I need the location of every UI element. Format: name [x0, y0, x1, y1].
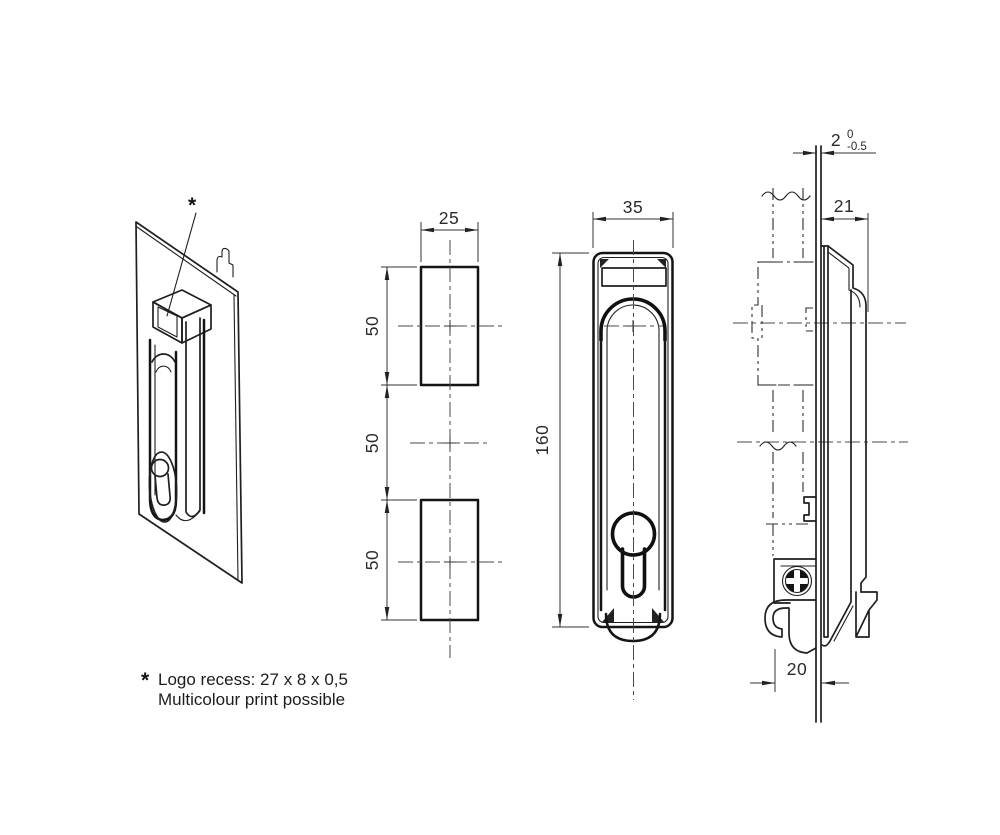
keyhole-3d	[148, 451, 178, 523]
footnote-line1: Logo recess: 27 x 8 x 0,5	[158, 670, 348, 689]
screw-outer-ring	[781, 565, 813, 597]
svg-text:35: 35	[623, 197, 643, 217]
side-view: 2 0 -0.5 21 20	[733, 129, 908, 723]
footnote: * Logo recess: 27 x 8 x 0,5 Multicolour …	[141, 669, 348, 709]
door-panel	[815, 145, 822, 723]
dim-cutout-heights: 50 50 50	[362, 266, 417, 621]
dim-cutout-width: 25	[420, 208, 479, 262]
svg-text:160: 160	[532, 425, 552, 456]
dim-rear-depth: 20	[750, 649, 849, 692]
svg-text:0: 0	[847, 129, 853, 141]
svg-text:50: 50	[362, 433, 382, 453]
front-view: 35 160	[532, 197, 674, 700]
svg-text:2: 2	[831, 130, 841, 150]
screw-bracket	[773, 558, 817, 604]
latch-hook	[764, 599, 817, 654]
handle-housing-3d	[175, 317, 206, 522]
footnote-marker: *	[141, 669, 150, 692]
leader-line	[166, 212, 197, 317]
snap-clip	[803, 496, 817, 522]
logo-recess-3d	[157, 306, 178, 338]
svg-text:50: 50	[362, 550, 382, 570]
handle-head-3d	[152, 289, 212, 344]
svg-text:-0.5: -0.5	[847, 141, 867, 153]
dim-front-width: 35	[592, 197, 674, 248]
perspective-view: *	[135, 194, 243, 584]
dim-front-height: 160	[532, 252, 589, 628]
svg-text:50: 50	[362, 316, 382, 336]
handle-profile	[820, 245, 878, 647]
svg-text:21: 21	[834, 196, 854, 216]
svg-text:20: 20	[787, 659, 807, 679]
dim-panel-thickness: 2 0 -0.5	[793, 129, 876, 156]
cutout-view: 25 50 50 50	[362, 208, 502, 658]
asterisk-marker: *	[188, 194, 197, 217]
footnote-line2: Multicolour print possible	[158, 690, 345, 709]
panel-3d	[135, 221, 243, 584]
svg-text:25: 25	[439, 208, 459, 228]
handle-grip-3d	[148, 338, 178, 522]
mounting-clip-icon	[216, 247, 234, 278]
cam-bracket	[855, 591, 878, 638]
dim-flange-depth: 21	[821, 196, 869, 312]
lock-case-phantom	[751, 188, 814, 556]
